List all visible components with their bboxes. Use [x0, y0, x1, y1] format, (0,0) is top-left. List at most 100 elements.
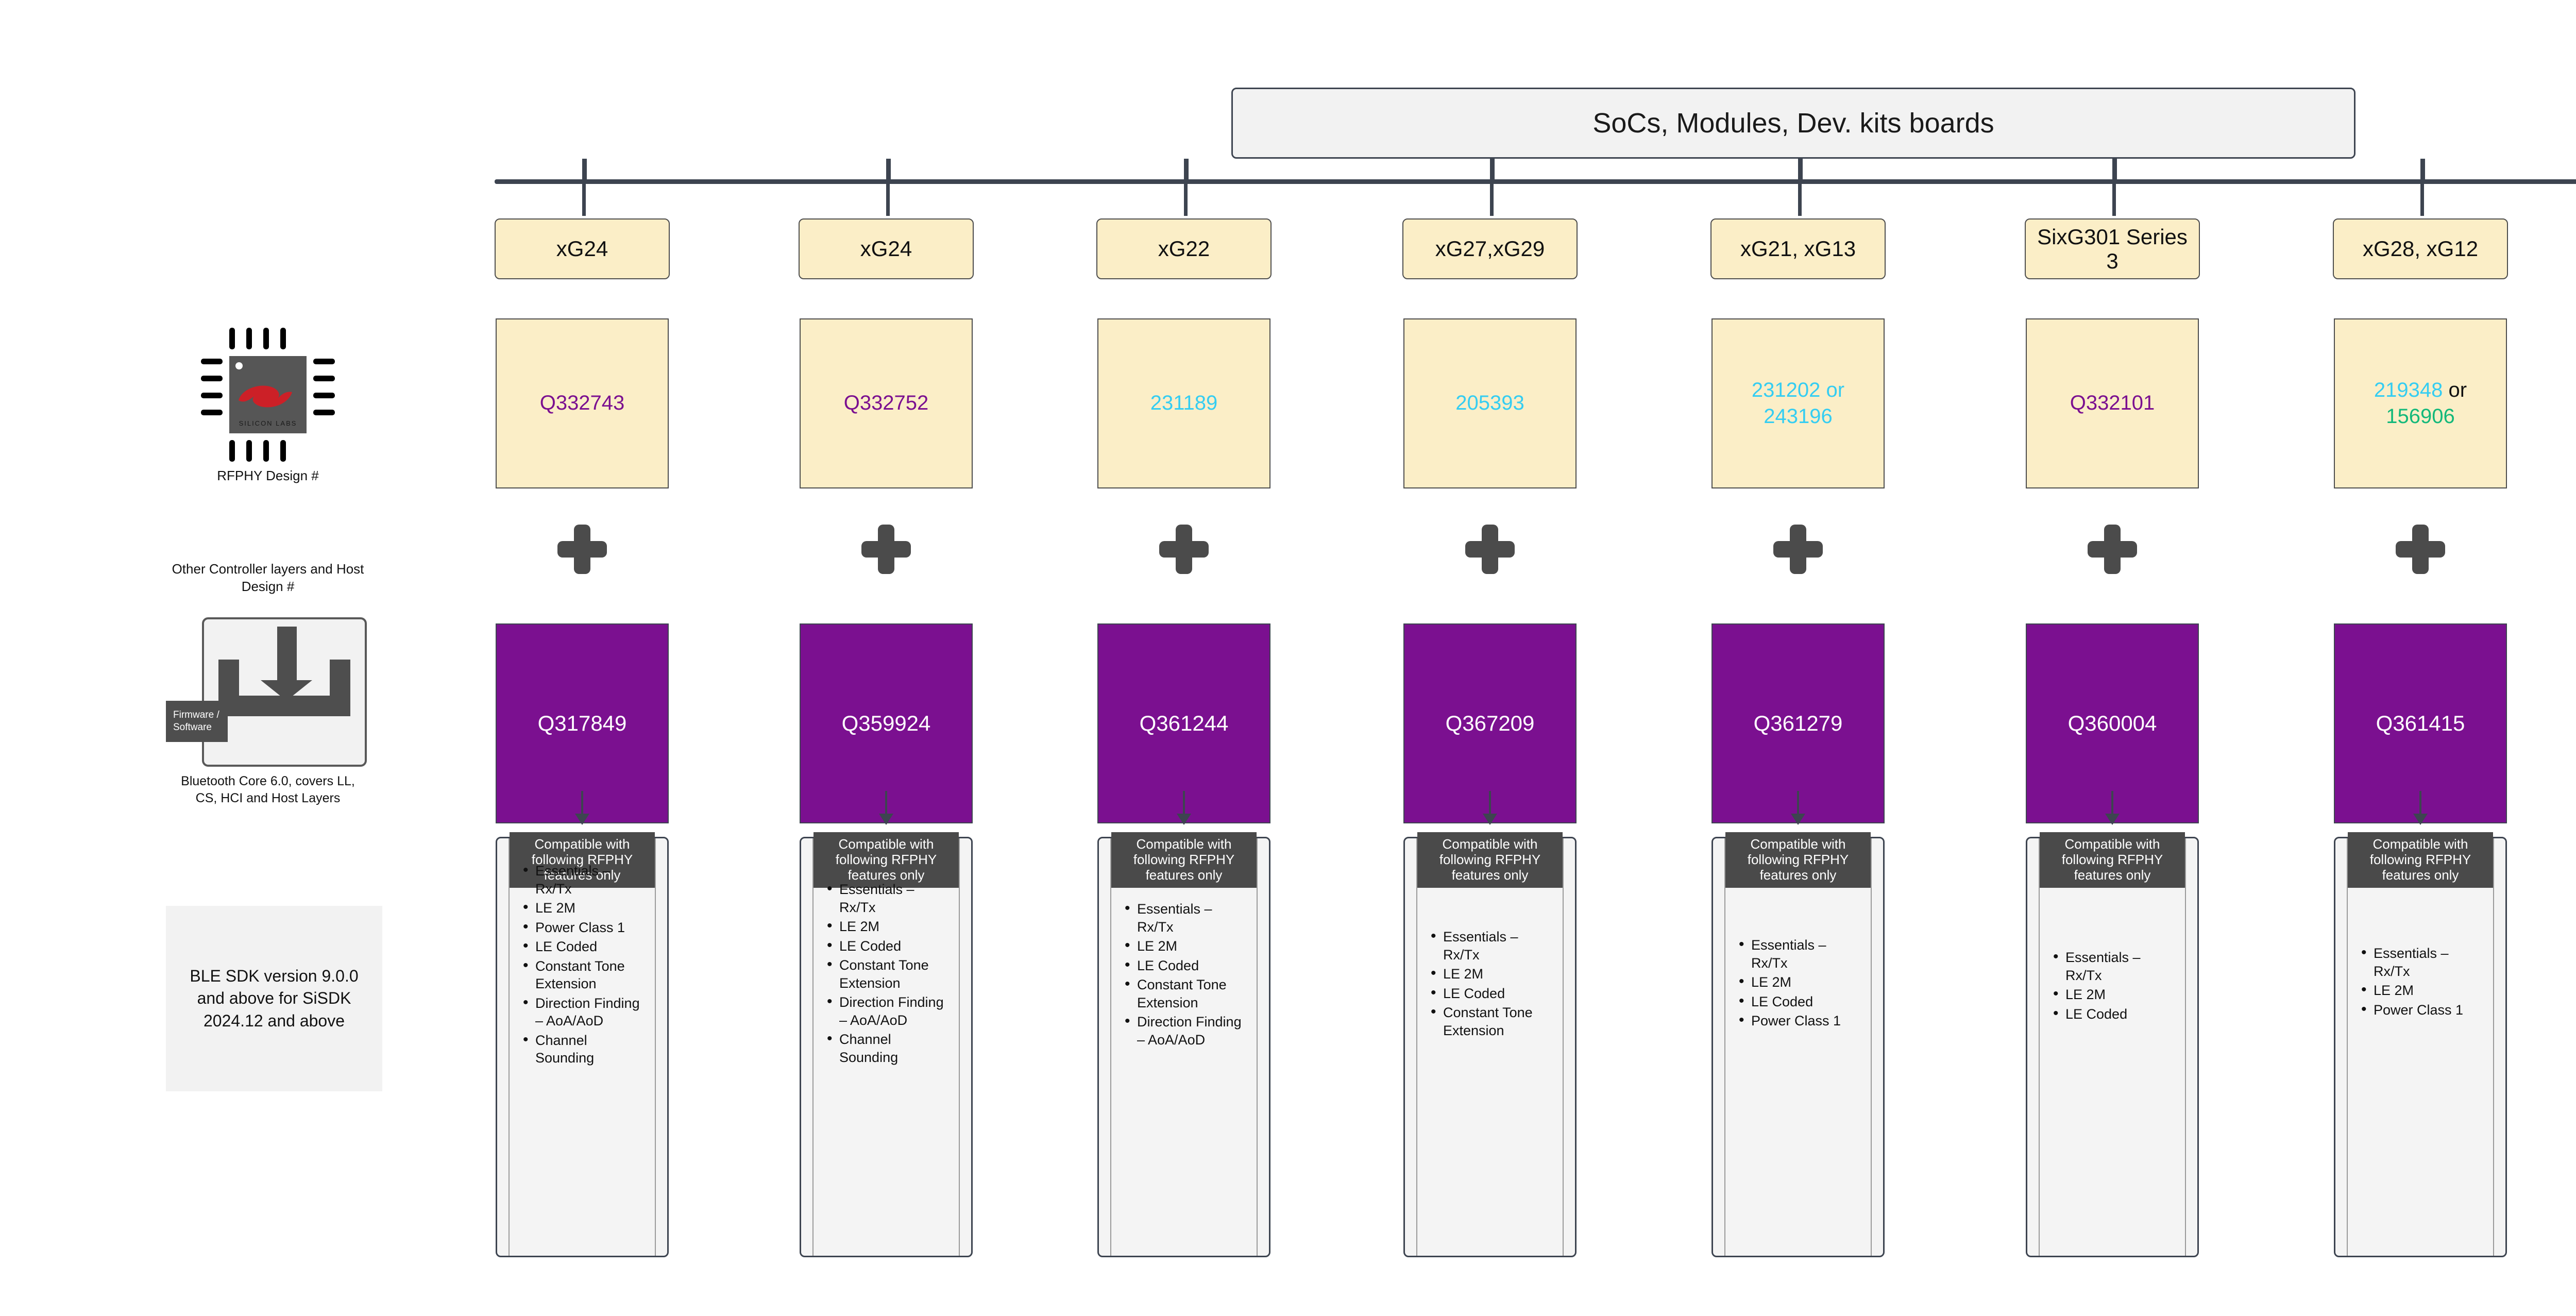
rfphy-design-number-box[interactable]: Q332743 [496, 318, 669, 488]
chip-die: SILICON LABS [229, 356, 307, 433]
chip-family-label[interactable]: xG24 [799, 218, 974, 279]
feature-list: Essentials – Rx/TxLE 2MLE CodedConstant … [826, 880, 953, 1068]
plus-icon [1465, 525, 1515, 574]
feature-list-item: Essentials – Rx/Tx [1124, 899, 1250, 936]
plus-icon [1773, 525, 1823, 574]
firmware-software-tag: Firmware / Software [166, 701, 228, 742]
rfphy-design-number: 231189 [1150, 392, 1218, 415]
plus-icon [1159, 525, 1209, 574]
feature-list-item: LE Coded [1124, 956, 1250, 975]
socket-base [218, 696, 350, 716]
panel-spine-left [2335, 838, 2348, 1256]
feature-list: Essentials – Rx/TxLE 2MLE CodedConstant … [1124, 899, 1250, 1050]
arrow-down-icon [575, 814, 589, 825]
chip-family-label[interactable]: xG28, xG12 [2333, 218, 2508, 279]
host-stack-design-number: Q359924 [841, 711, 931, 735]
rail-drop-line [1798, 184, 1802, 216]
feature-list-item: Direction Finding – AoA/AoD [826, 992, 953, 1029]
arrow-down-icon [1483, 814, 1497, 825]
chip-family-label[interactable]: xG27,xG29 [1402, 218, 1578, 279]
sdk-version-note: BLE SDK version 9.0.0 and above for SiSD… [166, 906, 382, 1091]
rail-stub [886, 159, 891, 182]
feature-list-item: LE 2M [1124, 936, 1250, 955]
compatible-features-header: Compatible with following RFPHY features… [1725, 832, 1871, 888]
firmware-install-illustration [202, 617, 367, 767]
host-stack-design-number-box[interactable]: Q361279 [1711, 623, 1885, 823]
top-banner: SoCs, Modules, Dev. kits boards [1231, 88, 2355, 159]
panel-spine-left [2027, 838, 2040, 1256]
rfphy-or-separator: or [2443, 378, 2467, 401]
feature-list-item: Channel Sounding [522, 1031, 649, 1067]
feature-list: Essentials – Rx/TxLE 2MLE CodedPower Cla… [1738, 935, 1865, 1032]
host-stack-design-number-box[interactable]: Q367209 [1403, 623, 1577, 823]
feature-list-item: LE 2M [522, 898, 649, 917]
rfphy-design-number-box[interactable]: Q332101 [2026, 318, 2199, 488]
chip-family-label[interactable]: xG22 [1096, 218, 1272, 279]
feature-list-item: LE Coded [1738, 992, 1865, 1011]
compatible-features-panel: Compatible with following RFPHY features… [1403, 791, 1577, 1257]
download-arrow-shaft [277, 627, 297, 683]
compatible-features-panel: Compatible with following RFPHY features… [1711, 791, 1885, 1257]
chip-family-label[interactable]: xG21, xG13 [1710, 218, 1886, 279]
rfphy-design-number-box[interactable]: 231189 [1097, 318, 1270, 488]
feature-list-item: LE 2M [2360, 981, 2487, 1000]
feature-list-item: Power Class 1 [522, 918, 649, 937]
compatible-features-header: Compatible with following RFPHY features… [1417, 832, 1563, 888]
host-stack-design-number: Q367209 [1445, 711, 1535, 735]
panel-spine-left [1713, 838, 1725, 1256]
panel-spine-right [1257, 838, 1269, 1256]
feature-list-item: LE Coded [826, 936, 953, 955]
compatible-features-header: Compatible with following RFPHY features… [2348, 832, 2493, 888]
rfphy-design-number: 205393 [1455, 392, 1524, 415]
rail-stub [2420, 159, 2425, 182]
rfphy-design-number: 156906 [2386, 405, 2455, 428]
feature-list-item: Essentials – Rx/Tx [522, 861, 649, 898]
feature-list-item: Constant Tone Extension [826, 955, 953, 992]
host-stack-design-number-box[interactable]: Q361415 [2334, 623, 2507, 823]
chip-family-label[interactable]: xG24 [495, 218, 670, 279]
panel-spine-right [1563, 838, 1575, 1256]
feature-list-item: Channel Sounding [826, 1030, 953, 1066]
feature-list-item: Constant Tone Extension [1430, 1003, 1556, 1039]
feature-list-item: Constant Tone Extension [1124, 975, 1250, 1011]
panel-spine-right [1871, 838, 1883, 1256]
host-stack-design-number-box[interactable]: Q360004 [2026, 623, 2199, 823]
chip-family-label[interactable]: SixG301 Series 3 [2025, 218, 2200, 279]
rail-drop-line [2420, 184, 2424, 216]
host-stack-design-number-box[interactable]: Q359924 [800, 623, 973, 823]
feature-list-item: Essentials – Rx/Tx [826, 880, 953, 916]
compatible-features-panel: Compatible with following RFPHY features… [800, 791, 973, 1257]
rfphy-design-number-box[interactable]: 205393 [1403, 318, 1577, 488]
rail-drop-line [582, 184, 586, 216]
host-stack-design-number: Q361279 [1753, 711, 1843, 735]
compatible-features-panel: Compatible with following RFPHY features… [2334, 791, 2507, 1257]
feature-list-item: Essentials – Rx/Tx [1738, 935, 1865, 972]
feature-list-item: Essentials – Rx/Tx [2052, 948, 2179, 984]
plus-icon [2396, 525, 2445, 574]
feature-list: Essentials – Rx/TxLE 2MLE CodedConstant … [1430, 927, 1556, 1041]
feature-list-item: LE 2M [826, 917, 953, 936]
panel-connector-line [1183, 791, 1185, 815]
feature-list-item: Essentials – Rx/Tx [1430, 927, 1556, 964]
panel-spine-right [2493, 838, 2505, 1256]
chip-pin1-dot [235, 362, 243, 369]
panel-spine-right [655, 838, 667, 1256]
host-stack-design-number-box[interactable]: Q361244 [1097, 623, 1270, 823]
feature-list-item: Power Class 1 [1738, 1011, 1865, 1030]
panel-spine-left [1405, 838, 1417, 1256]
host-stack-design-number: Q361244 [1139, 711, 1229, 735]
feature-list-item: LE Coded [1430, 984, 1556, 1003]
feature-list-item: LE Coded [2052, 1004, 2179, 1023]
arrow-down-icon [1177, 814, 1191, 825]
panel-connector-line [1797, 791, 1799, 815]
feature-list-item: Direction Finding – AoA/AoD [1124, 1012, 1250, 1049]
rail-drop-line [1184, 184, 1188, 216]
rfphy-design-number-box[interactable]: Q332752 [800, 318, 973, 488]
rail-drop-line [886, 184, 890, 216]
arrow-down-icon [2105, 814, 2120, 825]
feature-list-item: Power Class 1 [2360, 1000, 2487, 1019]
feature-list-item: LE Coded [522, 937, 649, 956]
rfphy-design-caption: RFPHY Design # [217, 468, 319, 483]
